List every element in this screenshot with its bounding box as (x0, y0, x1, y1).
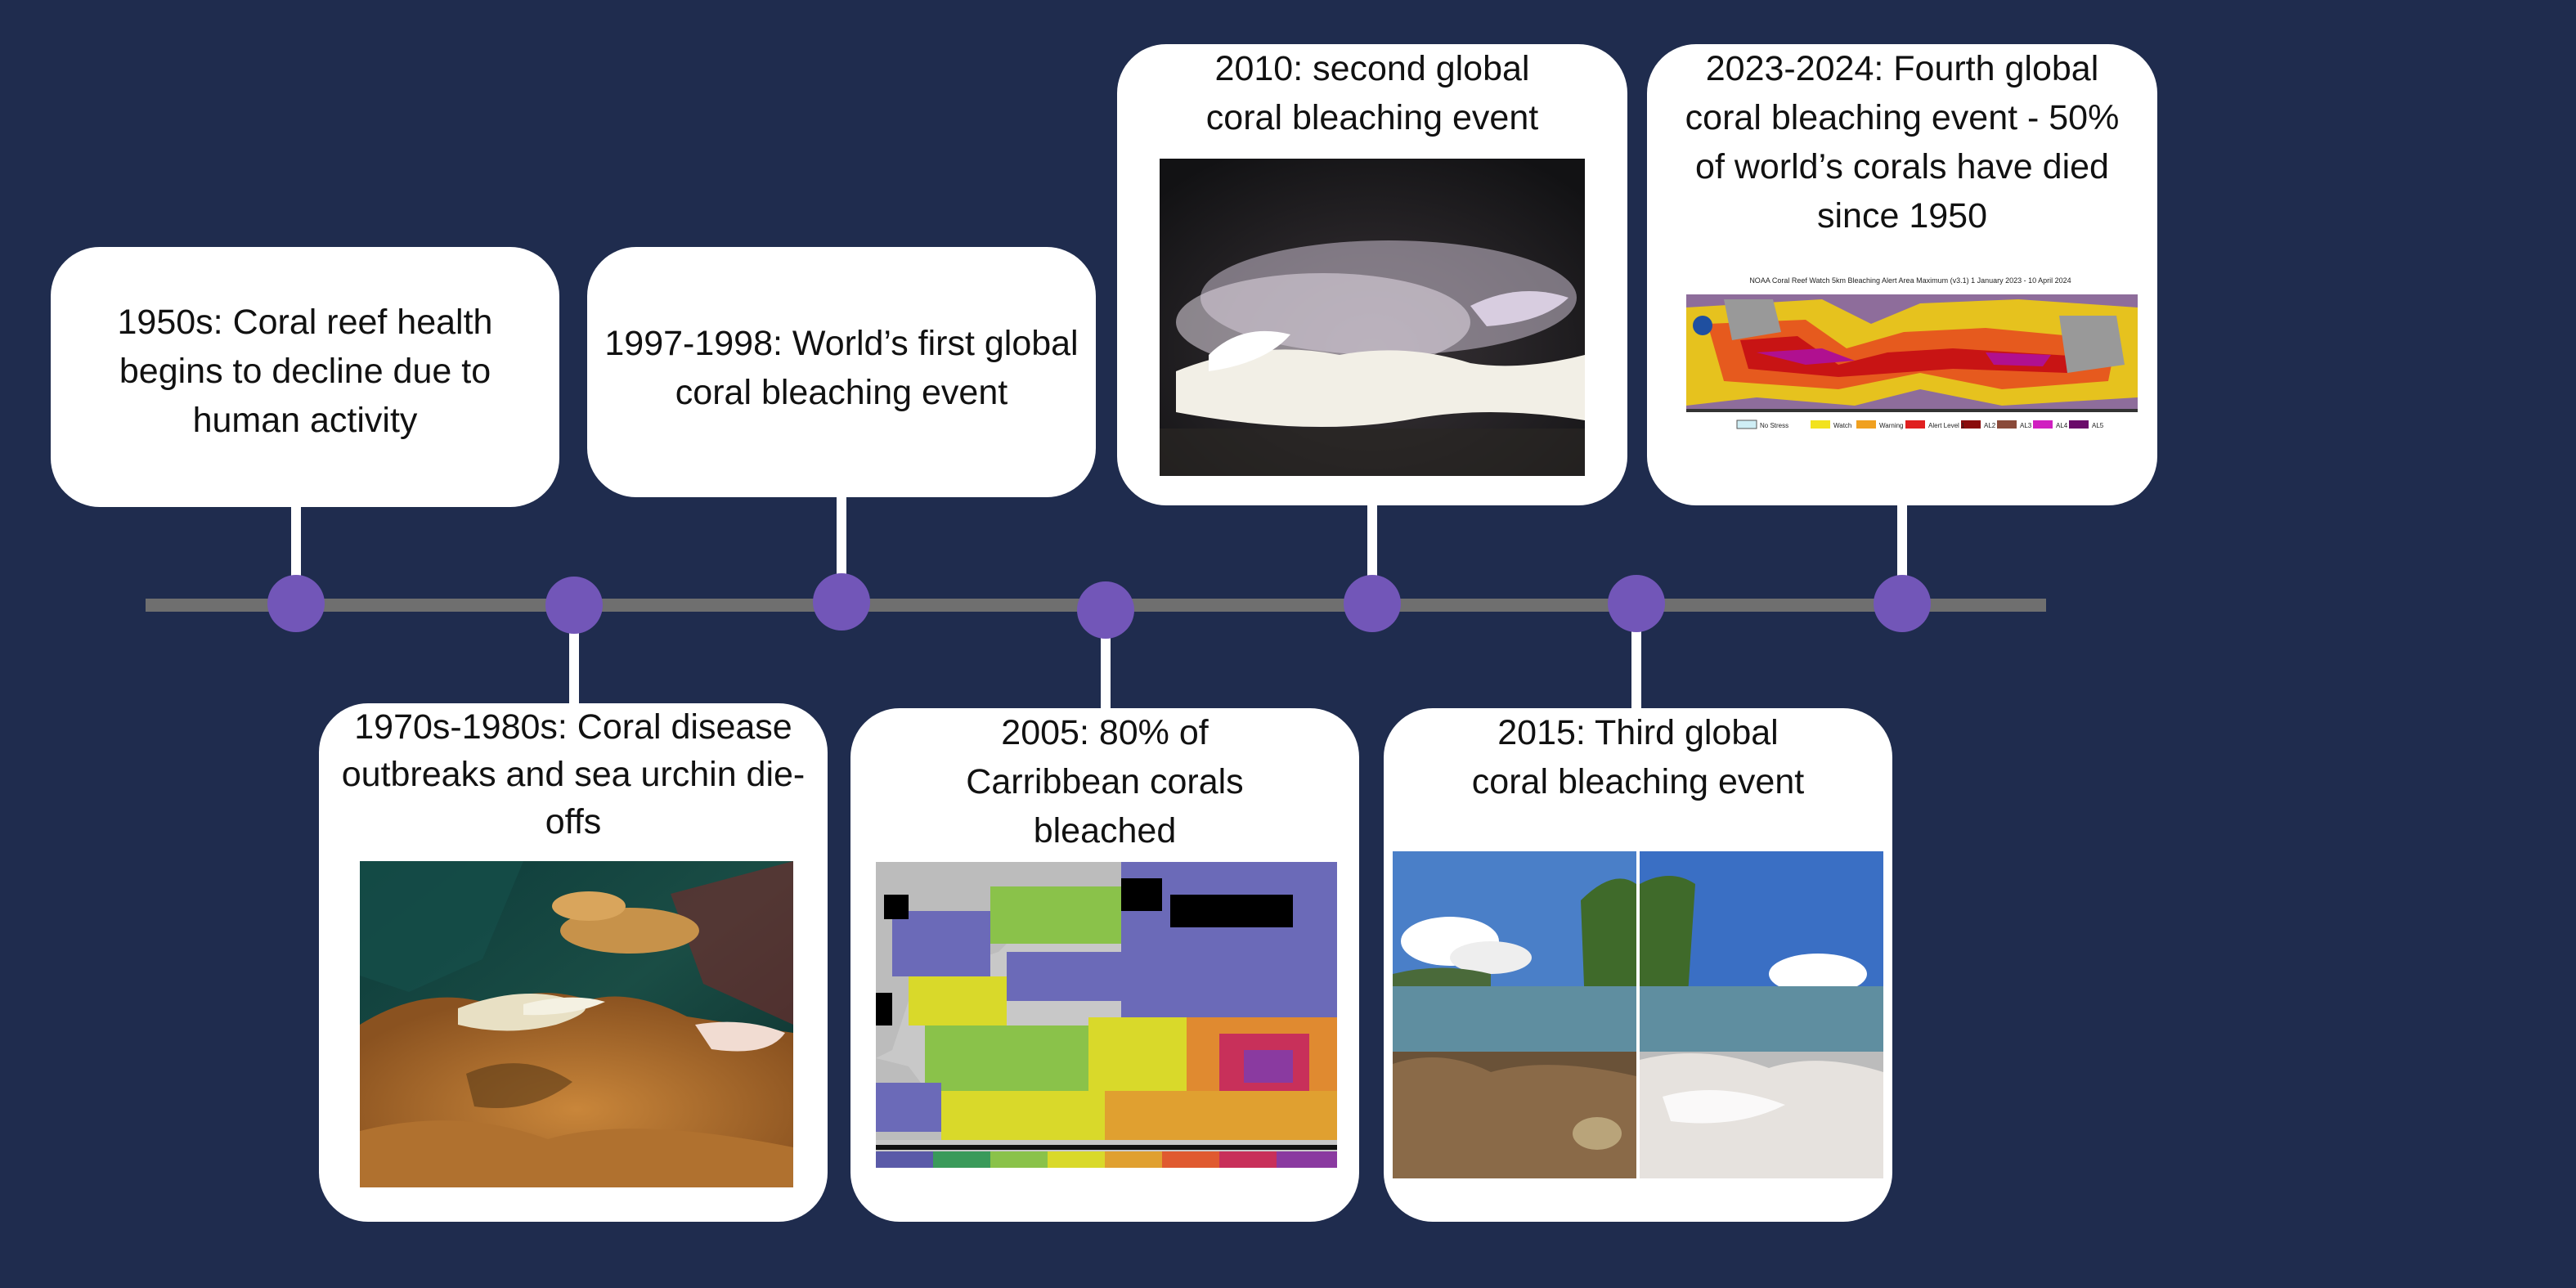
marker-1970s (545, 577, 603, 634)
legend-label: AL2 (1984, 422, 1996, 429)
marker-1950s (267, 575, 325, 632)
event-caption: 2023-2024: Fourth global coral bleaching… (1685, 49, 2120, 236)
bleached-coral-photo (1160, 159, 1585, 476)
legend-label: Watch (1833, 422, 1851, 429)
legend-label: No Stress (1760, 422, 1788, 429)
event-caption: 2005: 80% of Carribbean corals bleached (966, 713, 1244, 850)
event-caption: 2015: Third global coral bleaching event (1471, 713, 1805, 801)
event-caption: 1970s-1980s: Coral disease outbreaks and… (341, 707, 806, 841)
legend-label: AL4 (2056, 422, 2068, 429)
global-bleaching-alert-map: NOAA Coral Reef Watch 5km Bleaching Aler… (1675, 275, 2146, 438)
marker-2010 (1344, 575, 1401, 632)
event-card-2015: 2015: Third global coral bleaching event (1384, 708, 1892, 1222)
legend-label: Warning (1879, 422, 1904, 429)
event-card-1950s: 1950s: Coral reef health begins to decli… (51, 247, 559, 507)
event-card-2005: 2005: 80% of Carribbean corals bleached (850, 708, 1359, 1222)
event-card-2010: 2010: second global coral bleaching even… (1117, 44, 1627, 505)
event-caption: 1950s: Coral reef health begins to decli… (117, 303, 493, 440)
event-card-1997: 1997-1998: World’s first global coral bl… (587, 247, 1096, 497)
event-card-2023: 2023-2024: Fourth global coral bleaching… (1647, 44, 2157, 505)
caribbean-heat-map (876, 862, 1337, 1168)
marker-2015 (1608, 575, 1665, 632)
marker-2023 (1874, 575, 1931, 632)
event-caption: 1997-1998: World’s first global coral bl… (604, 324, 1079, 412)
legend-label: Alert Level 1 (1928, 422, 1965, 429)
before-after-coral-photo (1393, 851, 1883, 1178)
marker-2005 (1077, 581, 1134, 639)
map-title: NOAA Coral Reef Watch 5km Bleaching Aler… (1749, 276, 2071, 285)
coral-disease-photo (360, 861, 793, 1187)
legend-label: AL5 (2092, 422, 2104, 429)
event-caption: 2010: second global coral bleaching even… (1205, 49, 1539, 137)
marker-1997 (813, 573, 870, 631)
event-card-1970s: 1970s-1980s: Coral disease outbreaks and… (319, 703, 828, 1222)
legend-label: AL3 (2020, 422, 2032, 429)
